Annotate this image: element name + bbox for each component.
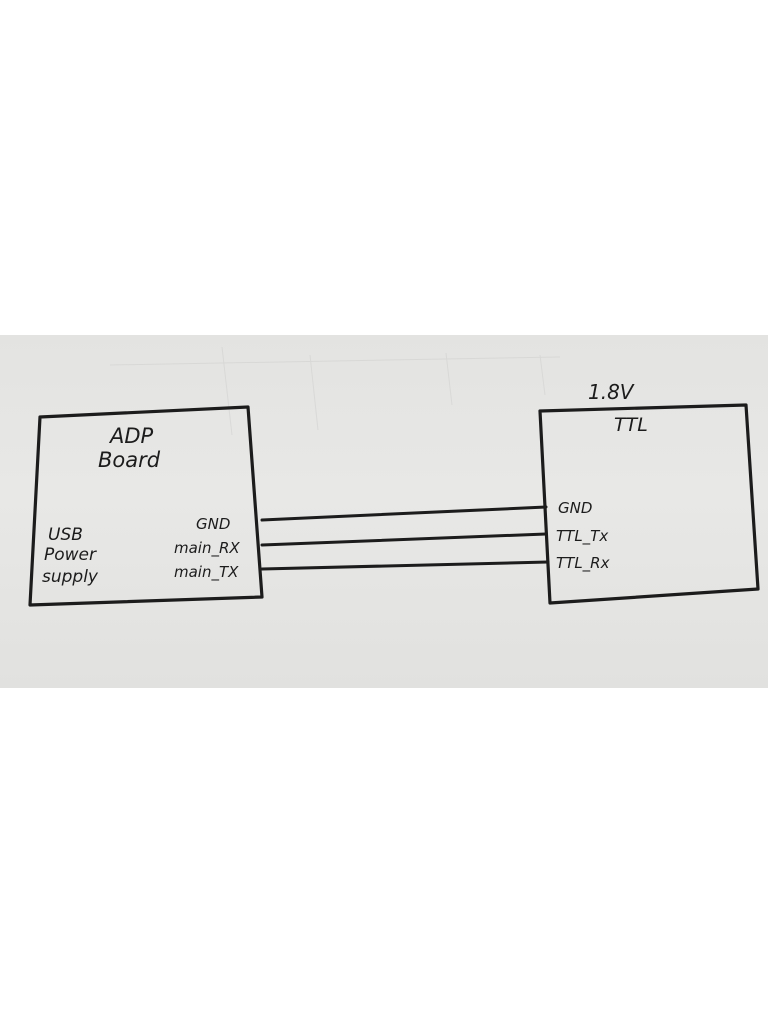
ttl-outline <box>538 403 760 605</box>
usb-label-line2: Power <box>44 545 97 565</box>
paper-photo: ADP Board USB Power supply GND main_RX m… <box>0 335 768 688</box>
ttl-pin-gnd: GND <box>558 499 592 517</box>
adp-board-outline <box>28 405 264 607</box>
wire-main-rx-to-ttl-tx <box>260 532 548 547</box>
ttl-voltage: 1.8V <box>588 380 635 404</box>
adp-pin-main-tx: main_TX <box>174 563 239 582</box>
connection-wires <box>260 505 550 571</box>
wire-main-tx-to-ttl-rx <box>260 560 550 571</box>
usb-label-line3: supply <box>42 567 99 587</box>
ttl-block: 1.8V TTL GND TTL_Tx TTL_Rx <box>538 380 760 605</box>
circuit-sketch: ADP Board USB Power supply GND main_RX m… <box>28 346 760 607</box>
adp-title-line1: ADP <box>108 424 154 448</box>
adp-pin-main-rx: main_RX <box>174 539 240 558</box>
wire-gnd <box>260 505 548 522</box>
usb-label-line1: USB <box>48 525 83 545</box>
adp-title-line2: Board <box>98 448 161 472</box>
adp-board-block: ADP Board USB Power supply GND main_RX m… <box>28 405 264 607</box>
ttl-pin-tx: TTL_Tx <box>556 527 608 546</box>
ttl-title: TTL <box>614 414 648 436</box>
adp-pin-gnd: GND <box>196 515 230 533</box>
ttl-pin-rx: TTL_Rx <box>556 554 610 573</box>
